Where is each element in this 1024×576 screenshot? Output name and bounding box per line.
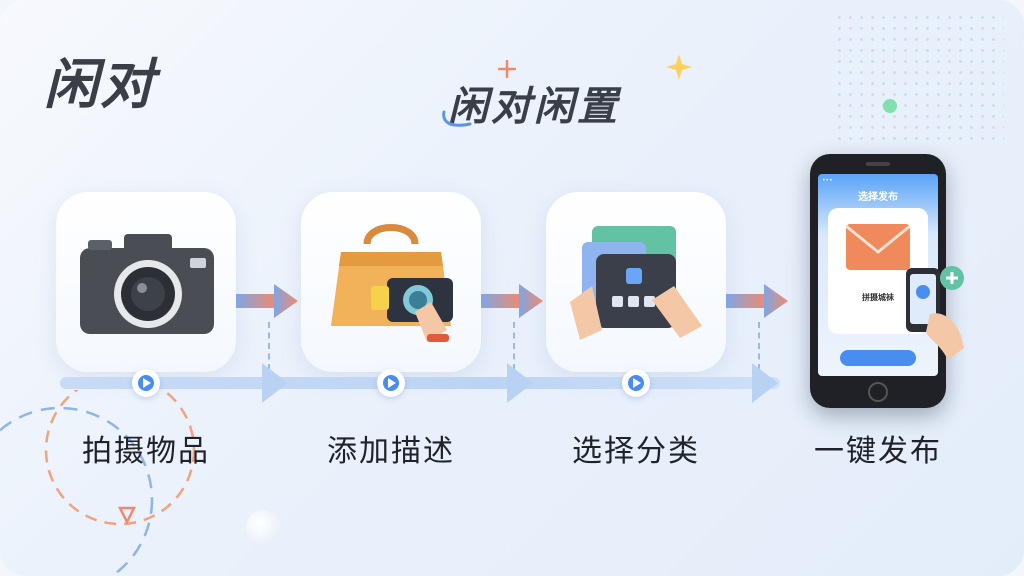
dashed-circle-decoration xyxy=(0,390,196,576)
step-label-3: 选择分类 xyxy=(572,434,700,469)
sparkle-icon xyxy=(666,54,692,80)
phone-speaker xyxy=(866,162,890,166)
dashed-connector xyxy=(758,322,760,370)
play-icon xyxy=(633,378,641,388)
brand-logo-text: 闲对 xyxy=(44,53,156,116)
camera-icon xyxy=(80,234,214,334)
category-cards-icon xyxy=(570,226,702,340)
swoosh-icon xyxy=(442,110,472,127)
step-label-4: 一键发布 xyxy=(814,434,942,469)
timeline-node-step-2 xyxy=(377,369,405,397)
envelope-icon xyxy=(845,224,911,270)
dot-pattern xyxy=(834,12,1004,142)
arrow-right-icon xyxy=(481,284,543,318)
small-sparkle-icon xyxy=(498,60,516,78)
play-icon xyxy=(388,378,396,388)
phone-mockup: ••• 选择发布 拼摄城袜 xyxy=(810,154,946,408)
arrow-right-icon xyxy=(236,284,298,318)
timeline-node-step-1 xyxy=(132,369,160,397)
dashed-connector xyxy=(513,322,515,370)
phone-publish-button[interactable] xyxy=(840,350,916,366)
home-button[interactable] xyxy=(868,382,888,402)
step-label-1: 拍摄物品 xyxy=(82,434,210,469)
step-label-2: 添加描述 xyxy=(327,434,455,469)
dashed-connector xyxy=(268,322,270,370)
timeline-arrow-head xyxy=(507,363,533,403)
step-card-category[interactable] xyxy=(546,192,726,372)
timeline-node-step-3 xyxy=(622,369,650,397)
slogan: 闲对闲置 xyxy=(448,84,620,130)
arrow-right-icon xyxy=(726,284,788,318)
green-dot-decoration xyxy=(883,99,897,113)
status-bar: ••• xyxy=(822,177,833,184)
phone-card-text: 拼摄城袜 xyxy=(862,293,894,302)
timeline-arrow-head xyxy=(752,363,778,403)
hand-phone-icon xyxy=(906,266,964,360)
step-card-describe[interactable] xyxy=(301,192,481,372)
bubble-decoration xyxy=(246,510,280,544)
play-icon xyxy=(143,378,151,388)
phone-screen-title: 选择发布 xyxy=(858,192,898,203)
step-card-photo[interactable] xyxy=(56,192,236,372)
shopping-bag-photo-icon xyxy=(331,224,453,342)
timeline-track xyxy=(60,377,780,389)
timeline-arrow-head xyxy=(262,363,288,403)
